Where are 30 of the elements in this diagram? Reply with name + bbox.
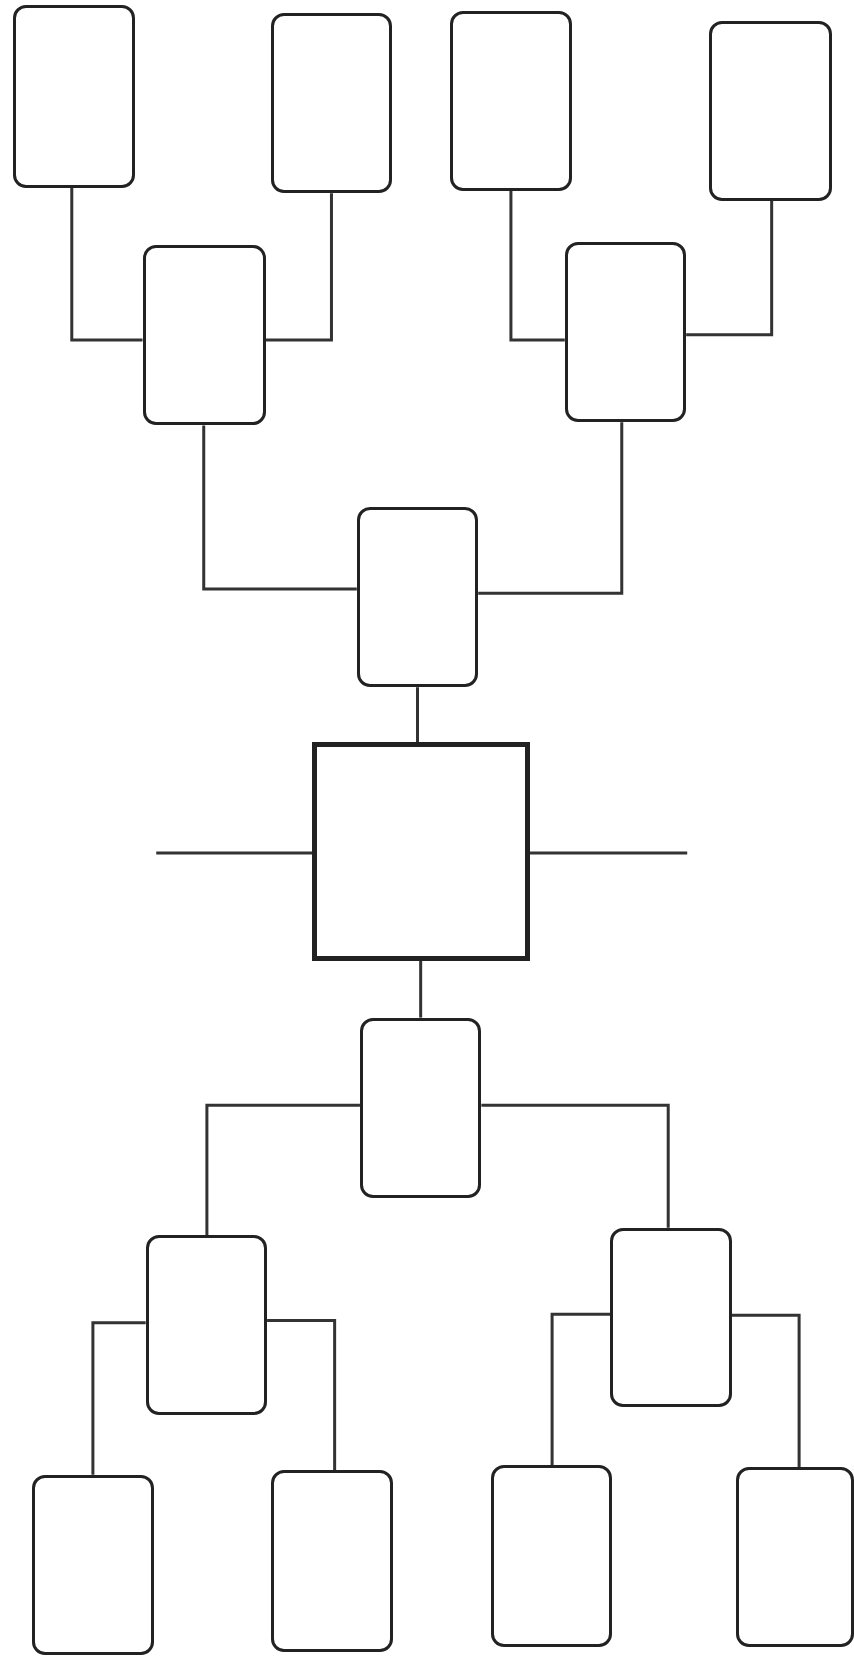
rounded-box [271,12,392,194]
connector-line [266,193,333,342]
rounded-box [564,241,687,423]
square-box [312,742,530,961]
connector-line [686,200,774,337]
rounded-box [359,1017,482,1199]
rounded-box [356,506,479,688]
connector-line [478,422,624,595]
rounded-box [449,10,573,192]
connector-line [416,687,419,743]
connector-line [267,1319,337,1471]
connector-line [529,851,688,855]
connector-line [70,187,143,342]
connector-line [481,1103,670,1228]
connector-line [419,960,423,1018]
rounded-box [31,1474,155,1656]
connector-line [731,1313,801,1468]
connector-line [202,425,357,591]
rounded-box [709,21,832,201]
connector-line [156,851,313,855]
rounded-box [271,1470,393,1653]
rounded-box [12,5,136,188]
connector-line [205,1103,360,1236]
rounded-box [490,1465,613,1647]
rounded-box [735,1467,854,1647]
connector-line [509,191,565,342]
rounded-box [145,1235,268,1415]
rounded-box [610,1227,732,1408]
rounded-box [142,244,266,426]
connector-line [91,1321,146,1475]
